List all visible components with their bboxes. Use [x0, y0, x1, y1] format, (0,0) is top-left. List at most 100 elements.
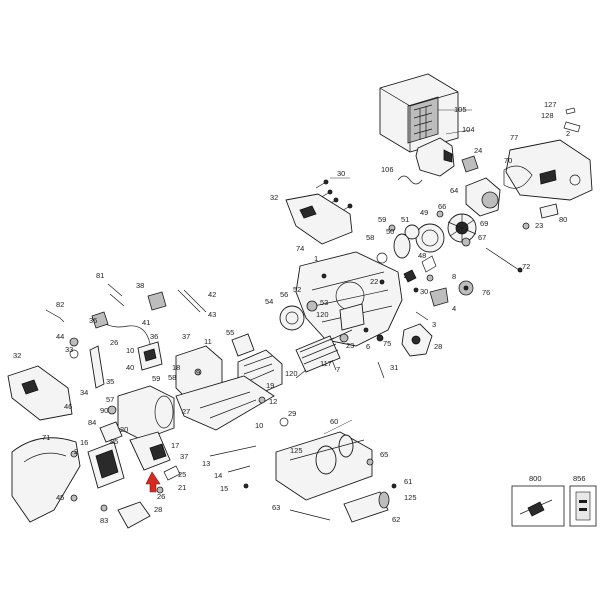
screw-83	[100, 504, 108, 512]
callout-67: 67	[478, 233, 486, 242]
trigger-housing-17	[129, 431, 171, 471]
switch-25	[163, 465, 181, 481]
callout-30-top: 30	[337, 169, 345, 178]
callout-81: 81	[96, 271, 104, 280]
callout-24: 24	[474, 146, 482, 155]
dust-duct-104	[415, 137, 455, 177]
callout-20: 20	[120, 425, 128, 434]
callout-65: 65	[380, 450, 388, 459]
label-128	[563, 121, 581, 133]
callout-26-low: 26	[157, 492, 165, 501]
callout-42: 42	[208, 290, 216, 299]
callout-74: 74	[296, 244, 304, 253]
callout-44: 44	[56, 332, 64, 341]
washer-66	[436, 210, 444, 218]
callout-23-top: 23	[535, 221, 543, 230]
callout-2-left: 2	[74, 447, 78, 456]
screw-45	[70, 494, 78, 502]
callout-23-mid: 23	[346, 341, 354, 350]
cap-90	[107, 405, 117, 415]
callout-41: 41	[142, 318, 150, 327]
screw-26	[156, 486, 164, 494]
clamp-38	[147, 291, 167, 311]
wire-42	[177, 289, 207, 313]
roller-125	[343, 491, 390, 523]
callout-69: 69	[480, 219, 488, 228]
callout-26-left: 26	[110, 338, 118, 347]
screw-set-30	[315, 179, 353, 213]
gear-housing-1	[295, 251, 403, 347]
callout-117: 117	[320, 359, 332, 368]
shaft-63	[289, 509, 331, 521]
callout-57: 57	[106, 395, 114, 404]
callout-35: 35	[106, 377, 114, 386]
accessory-box-856[interactable]	[569, 485, 597, 527]
front-handle-71	[11, 437, 81, 523]
pulley-50	[393, 233, 411, 259]
callout-32-top: 32	[270, 193, 278, 202]
lever-4	[429, 287, 449, 307]
callout-37-low: 37	[180, 452, 188, 461]
rod-72	[485, 247, 523, 273]
knob-28-low	[117, 501, 151, 529]
strain-relief-34	[89, 345, 105, 389]
screw-2-left	[70, 450, 78, 458]
callout-76: 76	[482, 288, 490, 297]
callout-105: 105	[454, 105, 467, 114]
key-47	[426, 274, 434, 282]
callout-31: 31	[390, 363, 398, 372]
callout-8: 8	[452, 272, 456, 281]
callout-17: 17	[171, 441, 179, 450]
knob-76	[458, 280, 474, 296]
dust-bag-105	[379, 73, 459, 153]
washer-65	[366, 458, 374, 466]
callout-30-right: 30	[420, 287, 428, 296]
label-82	[45, 309, 65, 323]
spring-106	[397, 175, 423, 185]
callout-55: 55	[226, 328, 234, 337]
callout-11: 11	[204, 337, 212, 346]
base-plate-27	[175, 375, 275, 431]
callout-32-left: 32	[13, 351, 21, 360]
callout-54: 54	[265, 297, 273, 306]
screw-9	[194, 368, 202, 376]
callout-14: 14	[214, 471, 222, 480]
side-cover-32-left	[7, 365, 73, 421]
armature-bearing-54	[279, 305, 305, 331]
drive-belt-70	[503, 165, 533, 189]
callout-77: 77	[510, 133, 518, 142]
callout-49: 49	[420, 208, 428, 217]
callout-71: 71	[42, 433, 50, 442]
screw-59-top	[388, 224, 396, 232]
ring-58-top	[376, 252, 388, 264]
callout-36-left: 36	[89, 316, 97, 325]
callout-2-top: 2	[566, 129, 570, 138]
screw-12	[258, 396, 266, 404]
callout-1: 1	[314, 254, 318, 263]
accessory-box-800[interactable]	[511, 485, 565, 527]
callout-58-top: 58	[366, 233, 374, 242]
callout-62: 62	[392, 515, 400, 524]
callout-125-top: 125	[290, 446, 303, 455]
callout-53: 53	[320, 298, 328, 307]
red-arrow-indicator	[145, 471, 161, 493]
callout-43: 43	[208, 310, 216, 319]
callout-33: 33	[65, 345, 73, 354]
pad-80	[539, 203, 559, 219]
nut-75	[376, 334, 384, 342]
bearing-67	[461, 237, 471, 247]
armature-120	[295, 329, 353, 379]
callout-19: 19	[266, 381, 274, 390]
callout-12: 12	[269, 397, 277, 406]
callout-800: 800	[529, 474, 542, 483]
callout-80: 80	[559, 215, 567, 224]
callout-40: 40	[126, 363, 134, 372]
callout-37-top: 37	[182, 332, 190, 341]
callout-48: 48	[418, 251, 426, 260]
platen-assembly-60	[275, 431, 373, 501]
brush-holder-84	[99, 421, 123, 443]
bushing-56	[306, 300, 318, 312]
screw-15	[243, 483, 249, 489]
callout-4: 4	[452, 304, 456, 313]
